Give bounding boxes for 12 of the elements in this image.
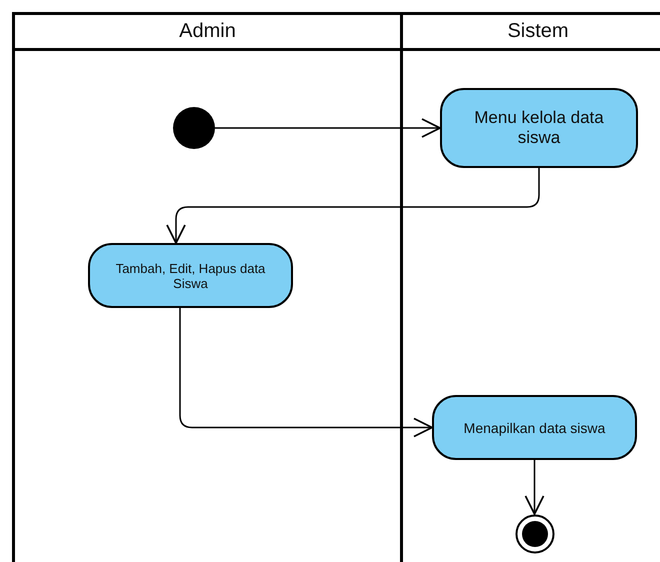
start-node [173, 107, 215, 149]
end-node [515, 514, 555, 554]
arrow [215, 118, 441, 138]
activity-box: Menapilkan data siswa [432, 395, 637, 460]
swimlane [12, 12, 403, 562]
arrow [166, 168, 540, 244]
activity-box: Tambah, Edit, Hapus data Siswa [88, 243, 293, 308]
lane-title: Admin [179, 20, 236, 43]
arrow [524, 460, 544, 515]
lane-title: Sistem [507, 20, 569, 43]
activity-box: Menu kelola data siswa [440, 88, 638, 168]
arrow [179, 308, 433, 438]
